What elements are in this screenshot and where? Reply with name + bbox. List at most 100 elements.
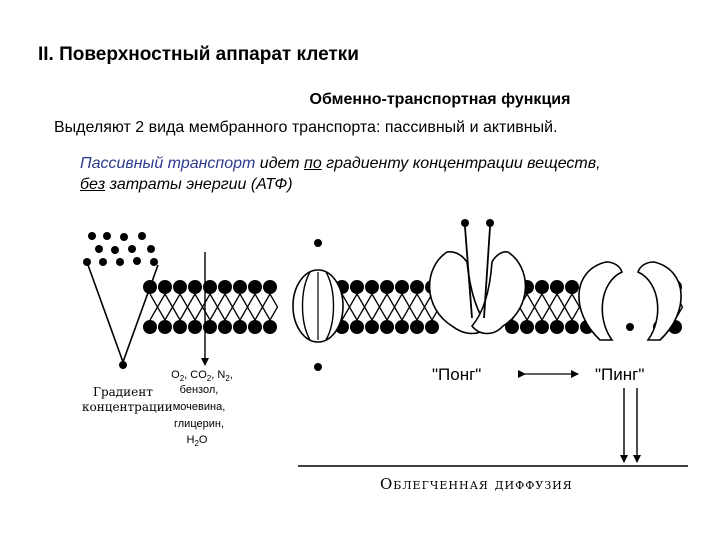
ping-molecule bbox=[626, 323, 634, 331]
pong-molecule-left bbox=[461, 219, 469, 227]
gradient-molecule bbox=[88, 232, 96, 240]
lipid-head bbox=[395, 320, 409, 334]
lipid-head bbox=[248, 280, 262, 294]
gradient-molecule bbox=[95, 245, 103, 253]
lipid-head bbox=[350, 320, 364, 334]
lipid-bilayer bbox=[143, 280, 684, 334]
facilitated-diffusion-label: Облегченная диффузия bbox=[380, 475, 573, 493]
molecules-line2: бензол, bbox=[180, 384, 219, 396]
lipid-tail bbox=[186, 293, 196, 321]
gradient-label-line2: концентрации bbox=[82, 400, 173, 414]
passive-without-word: без bbox=[80, 176, 106, 193]
lipid-head bbox=[350, 280, 364, 294]
slide-subtitle: Обменно-транспортная функция bbox=[309, 91, 571, 108]
lipid-head bbox=[203, 320, 217, 334]
lipid-head bbox=[173, 320, 187, 334]
lipid-tail bbox=[423, 293, 433, 321]
gradient-molecule bbox=[120, 233, 128, 241]
lipid-tail bbox=[533, 293, 543, 321]
lipid-tail bbox=[231, 293, 241, 321]
passive-text-part3: затраты энергии (АТФ) bbox=[105, 176, 293, 193]
channel-molecule-bottom bbox=[314, 363, 322, 371]
co2-subscript: 2 bbox=[207, 374, 212, 383]
lipid-head bbox=[380, 320, 394, 334]
molecules-line1: O2, CO2, N2, bbox=[171, 369, 233, 383]
gradient-molecule bbox=[150, 258, 158, 266]
ping-carrier-right-half bbox=[637, 261, 682, 341]
channel-right-wall bbox=[325, 271, 335, 341]
gradient-molecule bbox=[147, 245, 155, 253]
slide-title: II. Поверхностный аппарат клетки bbox=[38, 44, 359, 65]
lipid-tail bbox=[156, 293, 166, 321]
concentration-gradient bbox=[83, 232, 159, 369]
lipid-head bbox=[410, 280, 424, 294]
gradient-tip-molecule bbox=[119, 361, 127, 369]
gradient-molecule bbox=[83, 258, 91, 266]
passive-transport-term: Пассивный транспорт bbox=[80, 155, 256, 172]
lipid-head bbox=[188, 280, 202, 294]
molecules-line3: мочевина, bbox=[173, 401, 226, 413]
lipid-tail bbox=[541, 293, 551, 321]
lipid-head bbox=[248, 320, 262, 334]
lipid-tail bbox=[171, 293, 181, 321]
lipid-tail bbox=[556, 293, 566, 321]
lipid-head bbox=[520, 320, 534, 334]
lipid-tail bbox=[548, 293, 558, 321]
sep-2: , bbox=[211, 369, 217, 381]
gradient-molecules bbox=[83, 232, 158, 266]
lipid-head bbox=[380, 280, 394, 294]
gradient-molecule bbox=[138, 232, 146, 240]
lipid-tail bbox=[239, 293, 249, 321]
lipid-head bbox=[263, 280, 277, 294]
lipid-tail bbox=[179, 293, 189, 321]
n2-label: N bbox=[217, 369, 225, 381]
lipid-tail bbox=[356, 293, 366, 321]
lipid-tail bbox=[526, 293, 536, 321]
channel-protein bbox=[292, 239, 344, 371]
pong-path-left bbox=[464, 226, 473, 319]
channel-molecule-top bbox=[314, 239, 322, 247]
ping-label: "Пинг" bbox=[595, 365, 644, 384]
lipid-tail bbox=[246, 293, 256, 321]
lipid-tail bbox=[378, 293, 388, 321]
molecules-line5: H2O bbox=[187, 434, 208, 448]
lipid-tail bbox=[563, 293, 573, 321]
lipid-head bbox=[425, 320, 439, 334]
lipid-tail bbox=[224, 293, 234, 321]
lipid-head bbox=[565, 280, 579, 294]
lipid-tail bbox=[408, 293, 418, 321]
lipid-head bbox=[218, 280, 232, 294]
h2o-subscript: 2 bbox=[194, 439, 199, 448]
lipid-tail bbox=[164, 293, 174, 321]
lipid-head bbox=[218, 320, 232, 334]
lipid-tail bbox=[371, 293, 381, 321]
lipid-tail bbox=[261, 293, 271, 321]
lipid-tail bbox=[348, 293, 358, 321]
carrier-protein-ping bbox=[578, 261, 682, 463]
lipid-head bbox=[263, 320, 277, 334]
lipid-tail bbox=[363, 293, 373, 321]
lipid-head bbox=[143, 320, 157, 334]
lipid-head bbox=[365, 320, 379, 334]
lipid-head bbox=[203, 280, 217, 294]
lipid-tail bbox=[209, 293, 219, 321]
pong-path-right bbox=[483, 226, 491, 319]
lipid-head bbox=[395, 280, 409, 294]
lipid-tail bbox=[194, 293, 204, 321]
gradient-molecule bbox=[116, 258, 124, 266]
gradient-molecule bbox=[111, 246, 119, 254]
gradient-cone bbox=[87, 264, 159, 365]
gradient-label-line1: Градиент bbox=[93, 385, 153, 399]
co2-label: CO bbox=[190, 369, 207, 381]
pong-label: "Понг" bbox=[432, 365, 481, 384]
lipid-head bbox=[505, 320, 519, 334]
carrier-protein-pong bbox=[428, 219, 527, 335]
gradient-molecule bbox=[128, 245, 136, 253]
ping-carrier-left-half bbox=[578, 261, 623, 341]
lipid-head bbox=[188, 320, 202, 334]
lipid-head bbox=[565, 320, 579, 334]
lipid-head bbox=[173, 280, 187, 294]
sep-3: , bbox=[230, 369, 233, 381]
channel-left-wall bbox=[301, 271, 311, 341]
passive-text-part1: идет bbox=[255, 155, 305, 172]
